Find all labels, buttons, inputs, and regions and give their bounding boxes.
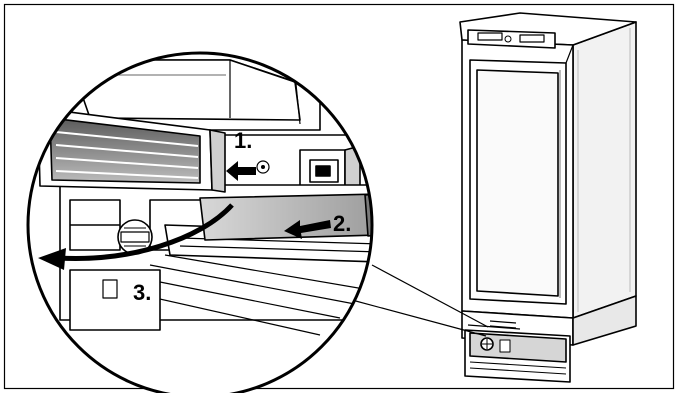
step-1-label: 1. [234,128,252,153]
step-3-label: 3. [133,280,151,305]
step-2-label: 2. [333,211,351,236]
